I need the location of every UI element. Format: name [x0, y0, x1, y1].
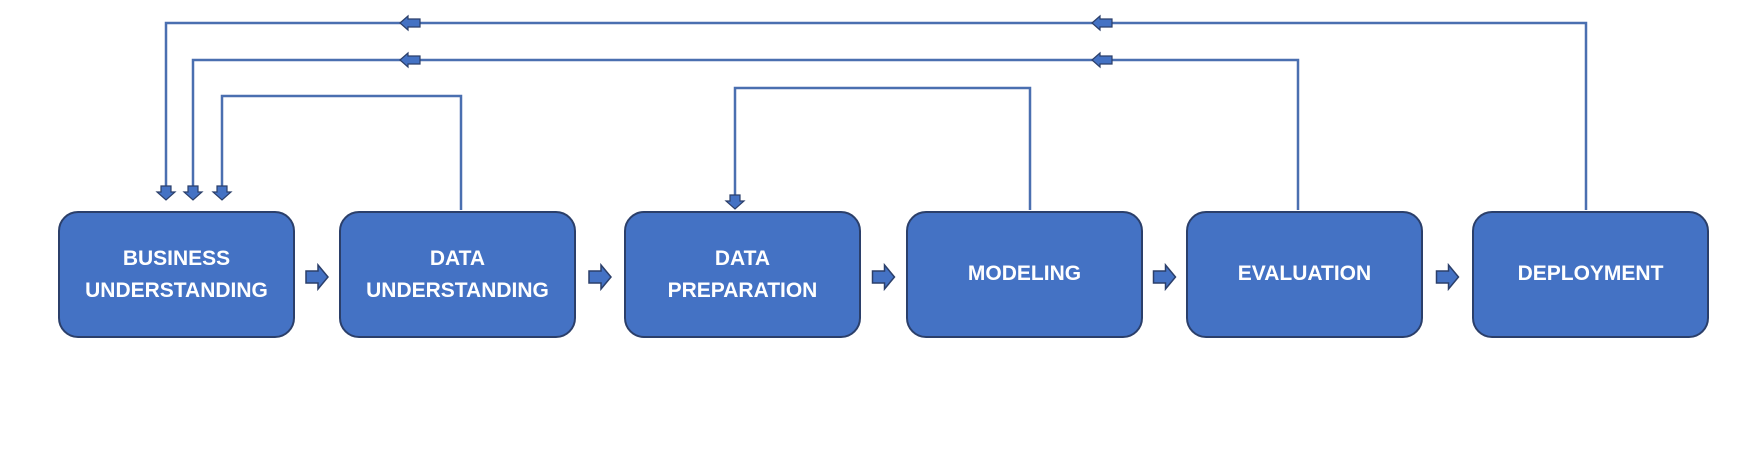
loop-arrowhead-icon	[182, 185, 204, 201]
loop-direction-icon	[399, 51, 421, 69]
loop-direction-icon	[399, 14, 421, 32]
stage-label-line: DEPLOYMENT	[1517, 261, 1664, 285]
loop-arrowhead-icon	[155, 185, 177, 201]
stage-business-understanding: BUSINESS UNDERSTANDING	[58, 211, 295, 338]
feedback-loop-line	[220, 94, 463, 210]
stage-label-line: UNDERSTANDING	[366, 278, 549, 302]
stage-data-preparation: DATA PREPARATION	[624, 211, 861, 338]
stage-label-line: DATA	[429, 246, 486, 270]
flow-arrow-icon	[1435, 262, 1460, 292]
flow-arrow-icon	[588, 262, 612, 292]
stage-label-line: BUSINESS	[122, 246, 231, 270]
stage-data-understanding: DATA UNDERSTANDING	[339, 211, 576, 338]
stage-deployment: DEPLOYMENT	[1472, 211, 1709, 338]
flow-arrow-icon	[871, 262, 896, 292]
loop-arrowhead-icon	[211, 185, 233, 201]
stage-label-line: PREPARATION	[667, 278, 818, 302]
stage-label-line: EVALUATION	[1237, 261, 1372, 285]
flow-arrow-icon	[1152, 262, 1177, 292]
loop-arrowhead-icon	[724, 194, 746, 210]
feedback-loops	[155, 14, 1588, 210]
stage-evaluation: EVALUATION	[1186, 211, 1423, 338]
stage-label-line: UNDERSTANDING	[85, 278, 268, 302]
loop-direction-icon	[1091, 51, 1113, 69]
feedback-loop-line	[164, 21, 1588, 210]
feedback-loop-line	[733, 86, 1032, 210]
loop-direction-icon	[1091, 14, 1113, 32]
stage-label-line: DATA	[714, 246, 771, 270]
forward-flow	[305, 262, 1460, 292]
stage-label-line: MODELING	[967, 261, 1082, 285]
stage-modeling: MODELING	[906, 211, 1143, 338]
flow-arrow-icon	[305, 262, 329, 292]
feedback-loop-line	[191, 58, 1300, 210]
